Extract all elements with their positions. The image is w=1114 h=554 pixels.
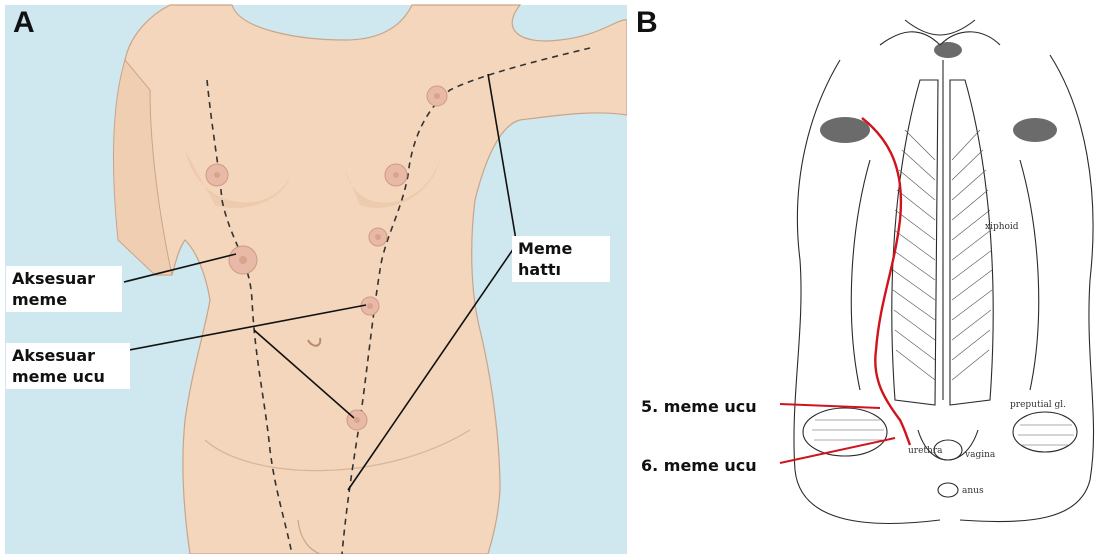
tag-preputial: preputial gl. [1010, 400, 1066, 410]
label-nipple-5: 5. meme ucu [641, 397, 757, 416]
tag-vagina: vagina [965, 450, 995, 460]
tag-xiphoid: xiphoid [985, 222, 1019, 232]
leader-nipple-6 [780, 438, 895, 463]
tag-anus: anus [962, 486, 984, 496]
panel-b-letter: B [636, 6, 658, 40]
milk-line-red [862, 118, 910, 445]
rectus-left [892, 80, 938, 405]
tag-urethra: urethra [908, 446, 943, 456]
shoulder-mass-right [1013, 118, 1057, 142]
shoulder-mass-left [820, 117, 870, 143]
label-nipple-6: 6. meme ucu [641, 456, 757, 475]
mamma-right-lower [1013, 412, 1077, 452]
